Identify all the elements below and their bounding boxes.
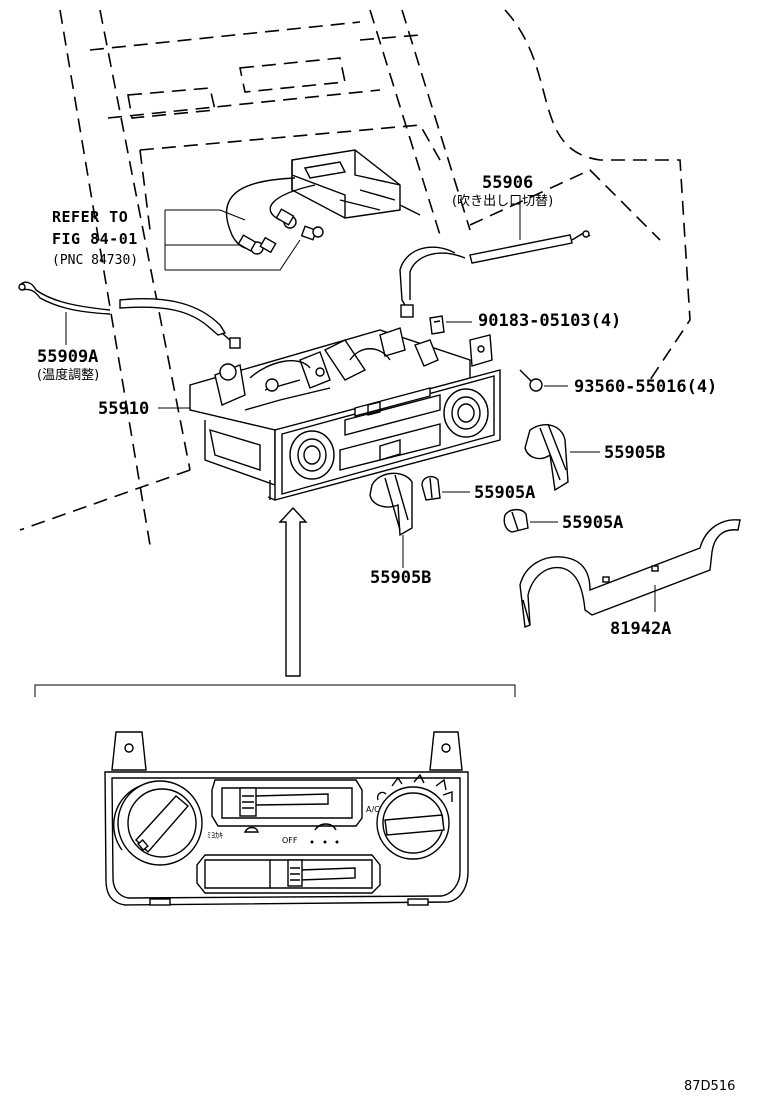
bracket-81942a bbox=[519, 519, 741, 628]
knob-55905a-upper bbox=[421, 475, 470, 501]
temp-control-cable-55909a bbox=[18, 281, 241, 349]
mode-actuator bbox=[291, 149, 421, 219]
refer-leader bbox=[164, 209, 301, 271]
refer-to-label: REFER TO bbox=[52, 208, 128, 226]
part-number-55906: 55906 bbox=[482, 173, 533, 193]
off-label: OFF bbox=[282, 836, 298, 845]
part-number-81942a: 81942A bbox=[610, 619, 671, 639]
wire-harness bbox=[225, 177, 324, 255]
heater-control-assembly-55910 bbox=[158, 327, 501, 501]
mode-label: ﾐﾖｶｷ bbox=[207, 831, 223, 840]
part-number-55905a-upper: 55905A bbox=[474, 483, 535, 503]
part-name-55906: (吹き出し口切替) bbox=[452, 194, 553, 209]
front-view-bracket bbox=[34, 684, 516, 697]
part-number-93560: 93560-55016(4) bbox=[574, 377, 717, 397]
part-number-55909a: 55909A bbox=[37, 347, 98, 367]
part-number-90183: 90183-05103(4) bbox=[478, 311, 621, 331]
knob-55905a-lower bbox=[503, 508, 558, 533]
part-number-55910: 55910 bbox=[98, 399, 149, 419]
part-number-55905b-lower: 55905B bbox=[370, 568, 431, 588]
refer-pnc-label: (PNC 84730) bbox=[52, 253, 138, 268]
part-number-55905a-lower: 55905A bbox=[562, 513, 623, 533]
part-number-55905b-right: 55905B bbox=[604, 443, 665, 463]
ac-label: A/C bbox=[366, 805, 380, 814]
clip-90183 bbox=[429, 315, 472, 335]
fan-slider-lever[interactable] bbox=[287, 859, 303, 887]
view-arrow bbox=[278, 506, 308, 677]
knob-55905b-right bbox=[524, 423, 600, 492]
refer-fig-label: FIG 84-01 bbox=[52, 230, 138, 248]
dashboard-outline bbox=[19, 9, 691, 546]
figure-code: 87D516 bbox=[684, 1079, 735, 1094]
control-panel-front-view: ﾐﾖｶｷ OFF A/C bbox=[104, 731, 469, 906]
screw-93560 bbox=[519, 369, 568, 392]
knob-55905b-lower bbox=[369, 472, 413, 568]
mode-control-cable-55906 bbox=[399, 198, 591, 318]
part-name-55909a: (温度調整) bbox=[37, 367, 99, 383]
